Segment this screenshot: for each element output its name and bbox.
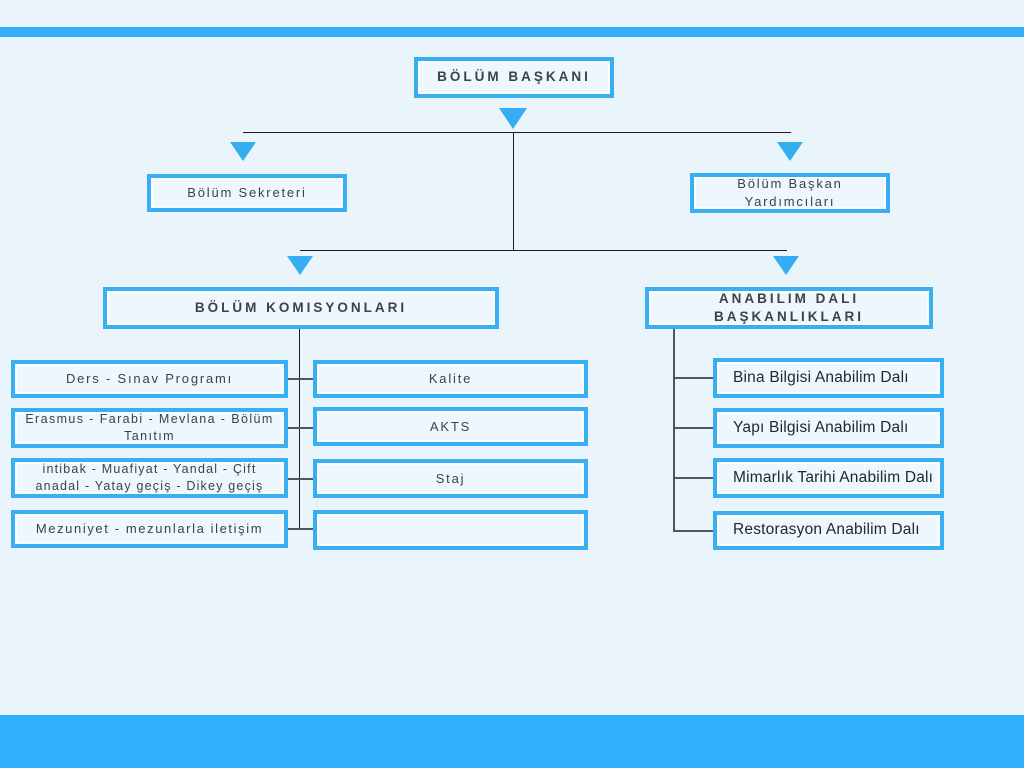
- arrow-down-icon: [499, 108, 527, 129]
- arrow-down-icon: [230, 142, 256, 161]
- connector-line: [288, 427, 300, 429]
- bottom-accent-band: [0, 715, 1024, 768]
- org-node-ders-sinav-programi: Ders - Sınav Programı: [11, 360, 288, 398]
- org-node-bolum-baskan-yardimcilari: Bölüm Başkan Yardımcıları: [690, 173, 890, 213]
- connector-line: [673, 427, 713, 429]
- connector-line: [288, 528, 300, 530]
- connector-line: [673, 477, 713, 479]
- connector-line: [673, 377, 713, 379]
- connector-line: [299, 329, 300, 530]
- org-node-bolum-sekreteri: Bölüm Sekreteri: [147, 174, 347, 212]
- connector-line: [300, 528, 314, 530]
- org-node-staj: Staj: [313, 459, 588, 498]
- connector-line: [288, 378, 300, 380]
- connector-line: [673, 530, 713, 532]
- connector-line: [300, 250, 787, 251]
- connector-line: [243, 132, 791, 133]
- org-node-restorasyon: Restorasyon Anabilim Dalı: [713, 511, 944, 550]
- arrow-down-icon: [777, 142, 803, 161]
- connector-line: [673, 329, 675, 532]
- connector-line: [288, 478, 300, 480]
- org-node-erasmus-farabi-mevlana: Erasmus - Farabi - Mevlana - Bölüm Tanıt…: [11, 408, 288, 448]
- org-node-yapi-bilgisi: Yapı Bilgisi Anabilim Dalı: [713, 408, 944, 448]
- connector-line: [300, 427, 314, 429]
- connector-line: [513, 132, 514, 250]
- connector-line: [300, 378, 314, 380]
- org-node-bina-bilgisi: Bina Bilgisi Anabilim Dalı: [713, 358, 944, 398]
- org-node-akts: AKTS: [313, 407, 588, 446]
- connector-line: [300, 478, 314, 480]
- org-node-empty: [313, 510, 588, 550]
- org-node-bolum-baskani: BÖLÜM BAŞKANI: [414, 57, 614, 98]
- org-node-mezuniyet-iletisim: Mezuniyet - mezunlarla iletişim: [11, 510, 288, 548]
- org-node-anabilim-dali-baskanliklari: ANABILIM DALI BAŞKANLIKLARI: [645, 287, 933, 329]
- arrow-down-icon: [773, 256, 799, 275]
- org-node-kalite: Kalite: [313, 360, 588, 398]
- org-node-intibak-muafiyat: intibak - Muafiyat - Yandal - Çift anada…: [11, 458, 288, 498]
- arrow-down-icon: [287, 256, 313, 275]
- org-node-bolum-komisyonlari: BÖLÜM KOMISYONLARI: [103, 287, 499, 329]
- top-accent-bar: [0, 27, 1024, 37]
- org-node-mimarlik-tarihi: Mimarlık Tarihi Anabilim Dalı: [713, 458, 944, 498]
